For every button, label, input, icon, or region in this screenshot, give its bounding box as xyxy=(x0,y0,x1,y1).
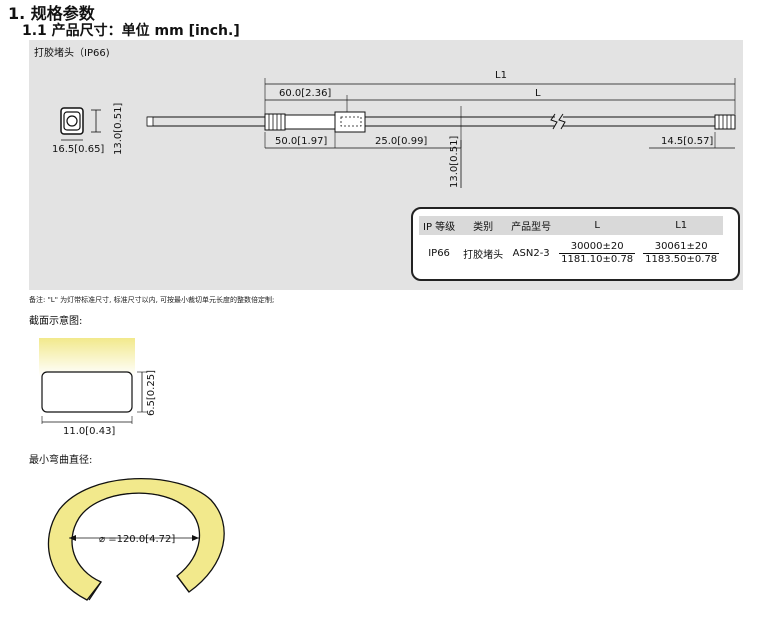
th-category: 类别 xyxy=(459,216,508,235)
end-height-label: 13.0[0.51] xyxy=(113,103,124,155)
end-cap-body xyxy=(284,114,336,130)
bend-label: 最小弯曲直径: xyxy=(29,455,93,466)
th-L1: L1 xyxy=(639,216,724,235)
spec-table: IP 等级 类别 产品型号 L L1 IP66 打胶堵头 ASN2-3 3000… xyxy=(411,207,740,281)
bend-drawing: ⌀ =120.0[4.72] xyxy=(47,478,225,601)
cell-category: 打胶堵头 xyxy=(463,249,504,261)
strip-end-thread xyxy=(714,114,736,130)
cell-L1-bot: 1183.50±0.78 xyxy=(645,253,718,265)
cross-section-drawing: 6.5[0.25] 11.0[0.43] xyxy=(39,338,157,437)
th-model: 产品型号 xyxy=(507,216,556,235)
dim-50-label: 50.0[1.97] xyxy=(275,136,327,147)
cell-L1-top: 30061±20 xyxy=(643,241,720,254)
th-ip: IP 等级 xyxy=(419,216,460,235)
profile-outline xyxy=(41,371,133,413)
subsection-heading: 1.1 产品尺寸：单位 mm [inch.] xyxy=(22,23,240,39)
cell-L-top: 30000±20 xyxy=(559,241,636,254)
dim-25-label: 25.0[0.99] xyxy=(375,136,427,147)
end-cap-hole xyxy=(66,115,78,127)
cell-model: ASN2-3 xyxy=(512,247,550,259)
table-row: IP66 打胶堵头 ASN2-3 30000±20 1181.10±0.78 3… xyxy=(419,235,723,271)
dim-L1-label: L1 xyxy=(495,70,507,81)
bend-diameter-label: ⌀ =120.0[4.72] xyxy=(99,534,175,545)
dim-height-label: 13.0[0.51] xyxy=(449,136,460,188)
cap-thread xyxy=(264,113,286,131)
note-text: 备注: "L" 为灯带标准尺寸, 标准尺寸以内, 可按最小裁切单元长度的整数倍定… xyxy=(29,296,275,304)
section-height-label: 6.5[0.25] xyxy=(146,370,157,416)
panel-label: 打胶堵头（IP66) xyxy=(34,48,110,59)
dim-L-label: L xyxy=(535,88,541,99)
cell-L1: 30061±20 1183.50±0.78 xyxy=(639,235,723,271)
section-heading: 1. 规格参数 xyxy=(8,4,95,23)
end-width-label: 16.5[0.65] xyxy=(52,144,104,155)
cross-section-label: 截面示意图: xyxy=(29,316,83,327)
cell-ip: IP66 xyxy=(428,247,450,259)
th-L: L xyxy=(555,216,640,235)
dim-14-label: 14.5[0.57] xyxy=(661,136,713,147)
product-drawing: 13.0[0.51] 16.5[0.65] L1 60.0[2 xyxy=(52,70,736,188)
cell-L-bot: 1181.10±0.78 xyxy=(561,253,634,265)
cell-L: 30000±20 1181.10±0.78 xyxy=(555,235,639,271)
section-width-label: 11.0[0.43] xyxy=(63,426,115,437)
dimension-panel: 打胶堵头（IP66) 13.0[0.51] 16.5[0.65] xyxy=(29,40,743,290)
dim-60-label: 60.0[2.36] xyxy=(279,88,331,99)
light-glow xyxy=(39,338,135,376)
